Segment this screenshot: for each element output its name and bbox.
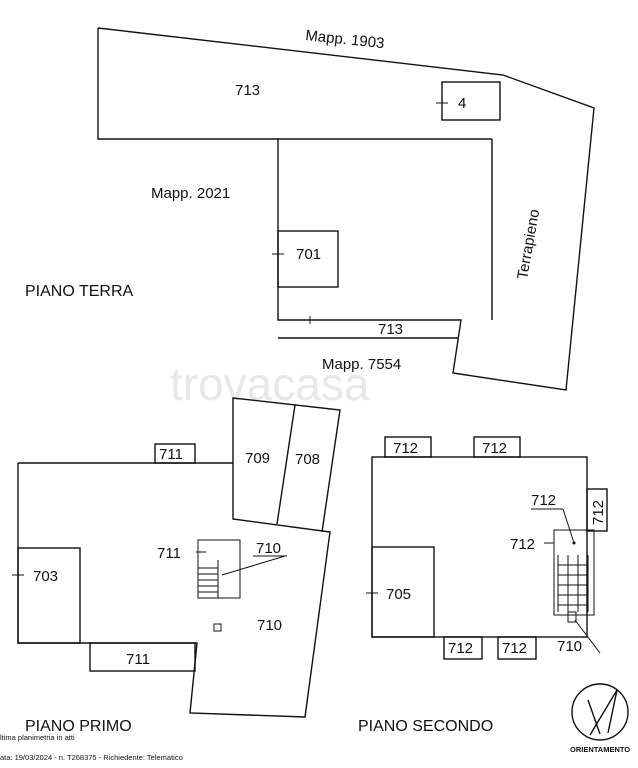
- room-4: 4: [458, 95, 466, 112]
- piano-primo-plan: 711 709 708 711 710 703 710 711 PIANO PR…: [12, 397, 341, 735]
- room-712-side-leader: [562, 508, 575, 544]
- room-712-b: 712: [482, 440, 507, 457]
- room-712-c: 712: [590, 500, 607, 525]
- piano-primo-title: PIANO PRIMO: [25, 718, 132, 735]
- compass-icon: ORIENTAMENTO: [570, 683, 630, 754]
- room-710-leader: [574, 619, 601, 654]
- room-712-a-box: [384, 436, 432, 458]
- wall-709-708: [276, 404, 296, 525]
- mapp-7554-label: Mapp. 7554: [322, 356, 401, 373]
- watermark: trovacasa: [170, 358, 370, 410]
- room-711-bottom: 711: [126, 651, 150, 668]
- orientamento-label: ORIENTAMENTO: [570, 745, 630, 754]
- room-712-a: 712: [393, 440, 418, 457]
- piano-primo-outline: [17, 462, 331, 718]
- footer-line-1: ltima planimetria in atti: [0, 733, 75, 742]
- room-708: 708: [295, 451, 320, 468]
- piano-terra-outline: [97, 27, 595, 391]
- piano-terra-plan: Mapp. 1903 713 4 Mapp. 2021 701 Terrapie…: [25, 27, 595, 391]
- room-712-side: 712: [531, 492, 556, 509]
- room-709: 709: [245, 450, 270, 467]
- room-4-box: [441, 81, 501, 121]
- terrapieno-label: Terrapieno: [514, 208, 543, 281]
- room-703: 703: [33, 568, 58, 585]
- room-712-f-box: [497, 636, 537, 660]
- piano-secondo-plan: 712 712 712 712 712 705 712 712 710 PIAN…: [358, 436, 608, 735]
- room-713-top: 713: [235, 82, 260, 99]
- piano-terra-title: PIANO TERRA: [25, 283, 134, 300]
- room-711-top-box: [154, 443, 196, 464]
- room-710-secondo: 710: [557, 638, 582, 655]
- room-712-d: 712: [510, 536, 535, 553]
- room-703-box: [17, 547, 81, 644]
- mapp-2021-label: Mapp. 2021: [151, 185, 230, 202]
- room-710-label: 710: [256, 540, 281, 557]
- stair-landing: [567, 611, 577, 623]
- room-712-e: 712: [448, 640, 473, 657]
- stair-primo: [197, 539, 241, 599]
- room-701: 701: [296, 246, 321, 263]
- room-712-b-box: [473, 436, 521, 458]
- room-705: 705: [386, 586, 411, 603]
- room-712-c-box: [586, 488, 608, 532]
- room-713-bottom: 713: [378, 321, 403, 338]
- stair-secondo: [553, 529, 595, 616]
- room-712-f: 712: [502, 640, 527, 657]
- room-711-top: 711: [159, 446, 183, 463]
- room-711-mid: 711: [157, 545, 181, 562]
- room-712-e-box: [443, 636, 483, 660]
- room-710-big: 710: [257, 617, 282, 634]
- small-square-marker: [213, 623, 222, 632]
- room-711-bottom-box: [89, 642, 196, 672]
- room-710-leader: [221, 555, 286, 576]
- room-705-box: [371, 546, 435, 638]
- footer-line-2: ata: 19/03/2024 - n. T268375 - Richieden…: [0, 753, 183, 762]
- piano-secondo-title: PIANO SECONDO: [358, 718, 493, 735]
- mapp-1903-label: Mapp. 1903: [305, 27, 386, 52]
- room-709-708-walls: [232, 397, 341, 533]
- room-701-box: [277, 230, 339, 288]
